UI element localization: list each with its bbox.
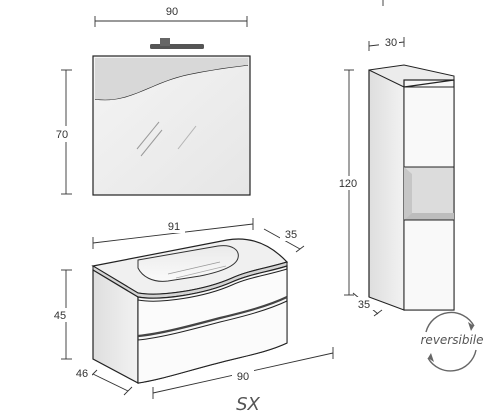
- lamp-bar: [150, 44, 204, 49]
- variant-label: SX: [236, 394, 260, 415]
- drawer-separation-groove: [137, 296, 288, 338]
- mirror-width-label: 90: [166, 6, 178, 18]
- top-depth-tick: [295, 245, 305, 253]
- cabinet-depth-label: 46: [76, 368, 88, 380]
- column-group: 30 120 35: [336, 35, 455, 317]
- reflection-line-1: [136, 121, 160, 150]
- reflection-line-3: [177, 125, 197, 150]
- mirror-height-label: 70: [56, 129, 68, 141]
- reflection-line-2: [140, 129, 163, 157]
- column-upper-door: [403, 86, 455, 168]
- column-side-face: [368, 69, 405, 311]
- reverse-arrow-top-icon: [425, 311, 475, 333]
- top-depth-label: 35: [285, 229, 297, 241]
- washbasin: [137, 245, 239, 282]
- cabinet-width-label: 90: [237, 371, 249, 383]
- column-depth-tick: [373, 309, 383, 317]
- column-height-label: 120: [339, 178, 357, 190]
- top-width-label: 91: [168, 221, 180, 233]
- lamp-mount: [160, 38, 170, 46]
- mirror-group: 90 70: [50, 4, 251, 196]
- column-lower-door: [403, 219, 455, 311]
- mirror-top-panel: [95, 58, 248, 100]
- cabinet-depth-dimension-line: [92, 373, 129, 392]
- cabinet-height-label: 45: [54, 310, 66, 322]
- column-depth-label: 35: [358, 299, 370, 311]
- column-width-label: 30: [385, 37, 397, 49]
- reverse-arrow-bottom-icon: [427, 349, 477, 372]
- reversible-badge: reversibile: [421, 311, 484, 372]
- vanity-group: 91 35 45 46 90: [50, 218, 334, 399]
- reversible-text: reversibile: [421, 333, 484, 347]
- drawer-lower: [137, 300, 288, 384]
- cabinet-depth-tick-right: [123, 386, 133, 396]
- top-width-dimension-line: [92, 223, 254, 244]
